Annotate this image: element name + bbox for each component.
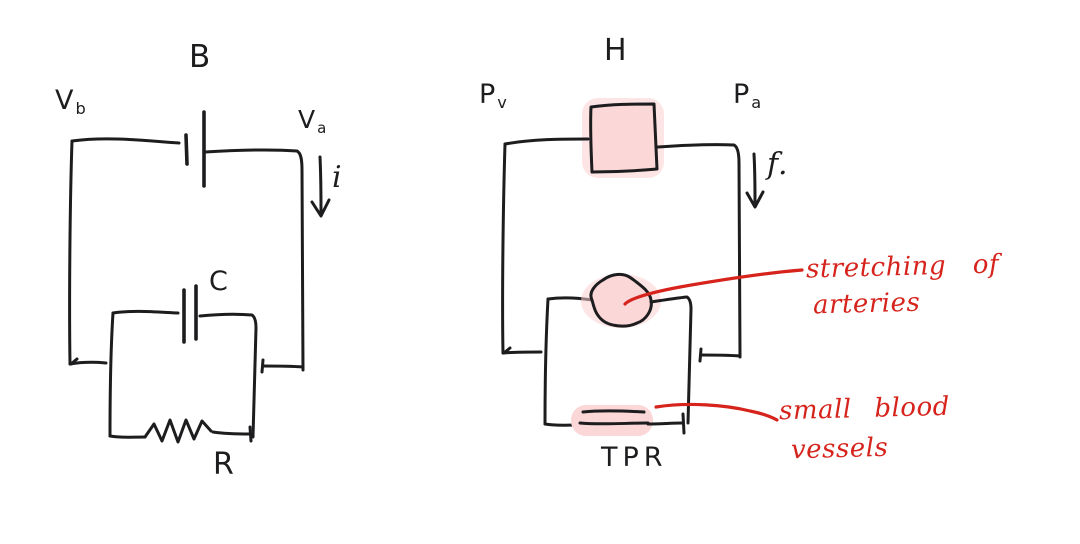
- rc-circuit: [68, 110, 331, 444]
- annotation-stretching-line1: stretching of: [805, 249, 1000, 285]
- wire-outer-left-stub: [68, 360, 108, 366]
- wire-inner-top-left: [111, 309, 180, 315]
- wire-battery-right: [203, 148, 305, 372]
- wire-cardio-outer-right-tick: [698, 347, 703, 363]
- node-pa-label: Pa: [733, 79, 763, 112]
- wire-inner-left: [108, 311, 115, 438]
- vessels-line-top: [581, 409, 646, 414]
- wire-inner-bottom-left: [108, 434, 147, 439]
- wire-cardio-outer-left-stub: [501, 350, 543, 355]
- wire-inner-top-right: [198, 312, 258, 439]
- wire-tpr-left: [543, 297, 550, 426]
- current-label: i: [332, 160, 343, 195]
- wire-battery-left: [70, 137, 181, 145]
- flow-arrow-head: [745, 190, 765, 209]
- annotation-vessels-line2: vessels: [790, 432, 889, 466]
- node-pv-label: Pv: [479, 79, 508, 112]
- battery-label: B: [189, 39, 212, 75]
- wire-cardio-outer-right-stub: [699, 353, 742, 358]
- annotation-vessels-line1: small blood: [778, 391, 951, 427]
- wire-inner-bottom-right-tick: [248, 425, 253, 443]
- wire-cardio-outer-left: [501, 142, 507, 355]
- battery-short-plate: [184, 133, 189, 166]
- wire-tpr-bottom-right: [646, 421, 684, 426]
- stretching-pointer-line: [623, 268, 804, 306]
- wire-heart-left: [503, 137, 590, 146]
- tpr-label: TPR: [601, 442, 668, 473]
- vessels-line-bottom: [578, 421, 650, 426]
- current-arrow-shaft: [318, 155, 323, 214]
- artery-blob: [589, 272, 653, 328]
- flow-label: f.: [767, 147, 789, 182]
- annotation-stretching-line2: arteries: [812, 287, 921, 321]
- heart-box: [589, 102, 659, 174]
- wire-outer-left-tick: [69, 357, 79, 366]
- annotation-lines: [623, 268, 804, 422]
- resistor-label: R: [213, 447, 235, 482]
- wire-outer-right-tick: [260, 358, 265, 374]
- wire-cardio-outer-left-tick: [502, 346, 512, 355]
- node-va-label: Va: [298, 105, 328, 137]
- cardio-diagram: [501, 98, 765, 436]
- vessels-pointer-line: [654, 402, 779, 422]
- wire-outer-right-stub: [261, 364, 305, 369]
- node-vb-label: Vb: [55, 85, 87, 118]
- wire-inner-bottom-right: [211, 430, 252, 436]
- flow-arrow-shaft: [752, 152, 757, 204]
- heart-label: H: [604, 33, 628, 68]
- wire-outer-left: [68, 139, 74, 366]
- wire-tpr-top-right: [649, 295, 693, 425]
- capacitor-label: C: [209, 266, 229, 297]
- resistor-zigzag: [143, 418, 213, 444]
- current-arrow-head: [310, 198, 331, 218]
- wire-heart-right: [656, 143, 742, 359]
- wire-tpr-bottom-right-tick: [681, 412, 686, 435]
